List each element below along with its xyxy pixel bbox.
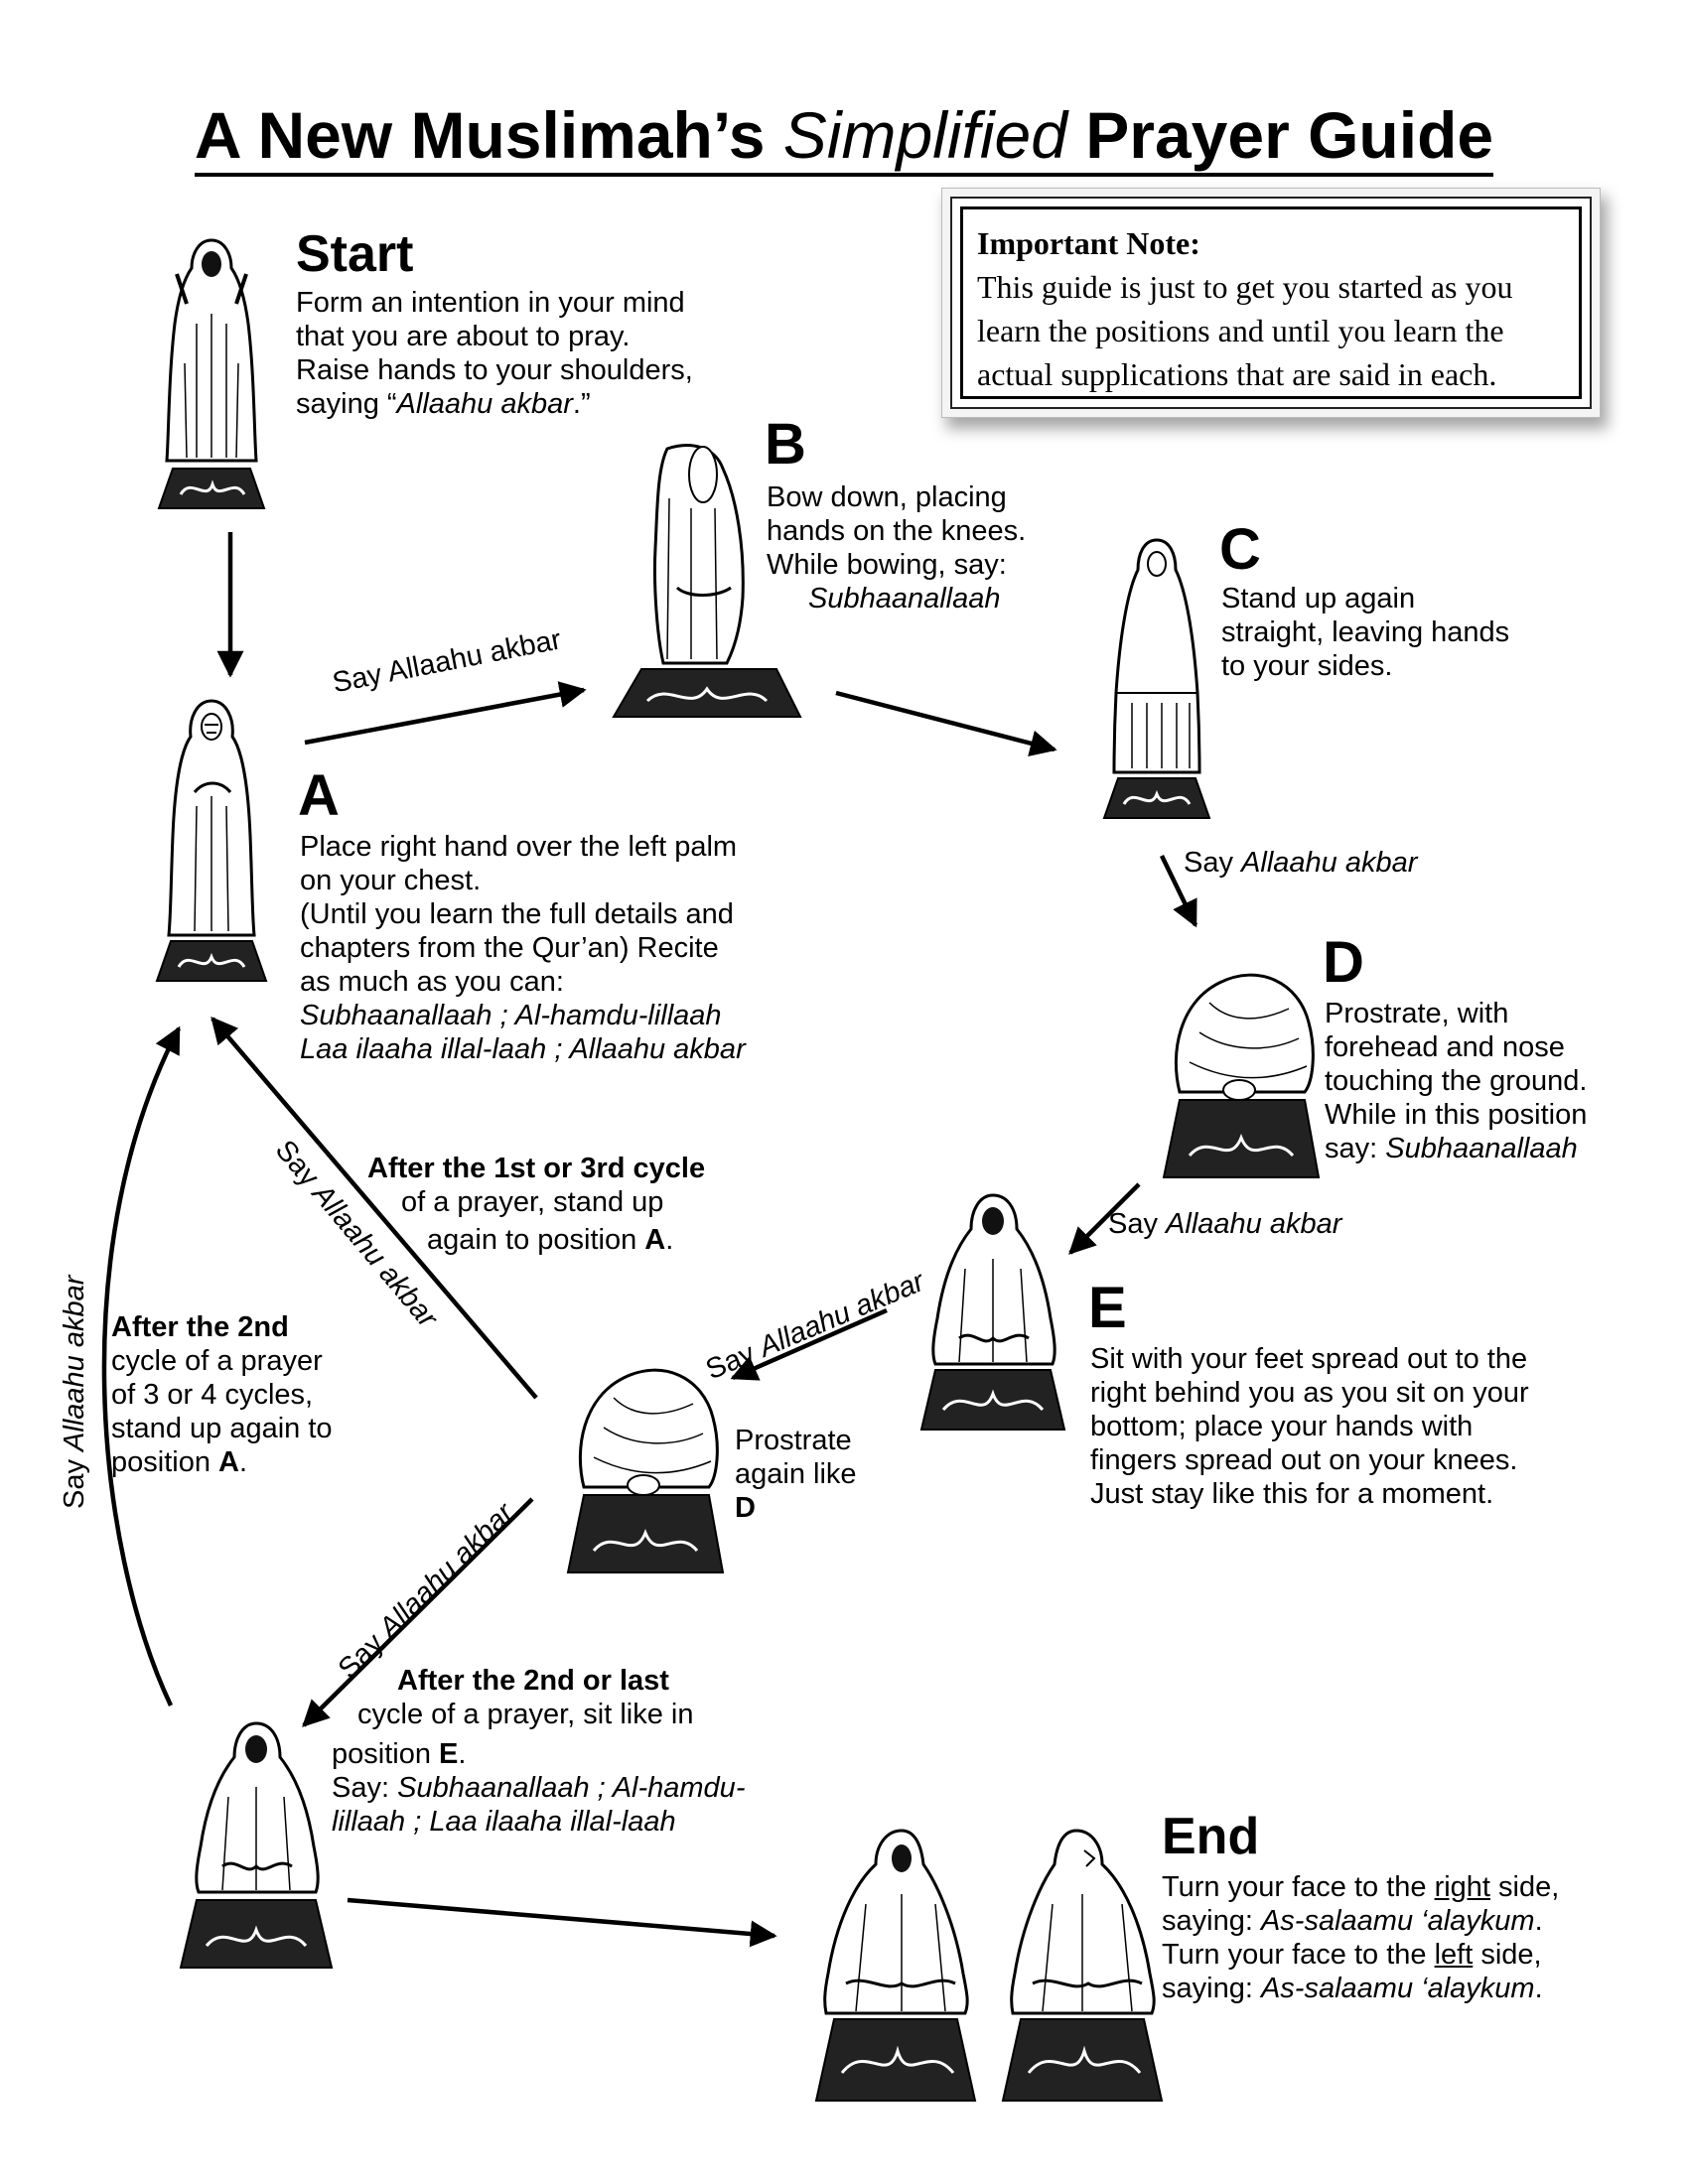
prostrating-figure	[1162, 973, 1321, 1178]
arrow-sit-to-a-curve	[101, 1025, 181, 1706]
a-line: Place right hand over the left palm	[300, 831, 738, 863]
note-line: learn the positions and until you learn …	[977, 313, 1504, 348]
last-line: cycle of a prayer, sit like in	[357, 1699, 694, 1730]
a-line: as much as you can:	[300, 966, 564, 998]
cycle2-line: of 3 or 4 cycles,	[111, 1379, 314, 1411]
last-line: Say: Subhaanallaah ; Al-hamdu-	[332, 1772, 746, 1804]
cycle2-line: position A.	[111, 1446, 248, 1478]
end-heading: End	[1162, 1808, 1260, 1865]
e-line: Sit with your feet spread out to the	[1090, 1343, 1528, 1375]
end-line: Turn your face to the left side,	[1162, 1939, 1542, 1971]
position-b-instructions: Bow down, placing hands on the knees. Wh…	[767, 480, 1026, 615]
position-e-instructions: Sit with your feet spread out to the rig…	[1090, 1342, 1529, 1511]
cycle2-line: cycle of a prayer	[111, 1345, 323, 1377]
prostrate-again-instructions: Prostrate again like D	[735, 1424, 857, 1525]
position-c-instructions: Stand up again straight, leaving hands t…	[1221, 582, 1509, 683]
say-allaahu-akbar-label: Say Allaahu akbar	[1184, 847, 1418, 879]
start-heading: Start	[296, 225, 414, 283]
position-c-letter: C	[1219, 517, 1261, 582]
end-face-right-figure	[814, 1829, 977, 2102]
e-line: Just stay like this for a moment.	[1090, 1478, 1494, 1510]
arrow-a-to-b	[304, 681, 587, 746]
b-line: hands on the knees.	[767, 515, 1027, 547]
again-line: again like	[735, 1458, 857, 1490]
end-line: Turn your face to the right side,	[1162, 1871, 1560, 1903]
last-cycle-instructions: After the 2nd or last cycle of a prayer,…	[332, 1664, 745, 1839]
prostrating-again-figure	[566, 1368, 725, 1573]
arrow-d-to-e	[1068, 1182, 1141, 1255]
last-line: position E.	[332, 1738, 467, 1770]
say-allaahu-akbar-label: Say Allaahu akbar	[1108, 1208, 1342, 1240]
cycle2-line: stand up again to	[111, 1413, 333, 1444]
d-line: While in this position	[1325, 1099, 1588, 1131]
d-line: forehead and nose	[1325, 1031, 1565, 1063]
d-line: Prostrate, with	[1325, 998, 1509, 1029]
cycle13-line: After the 1st or 3rd cycle	[367, 1153, 706, 1184]
say-allaahu-akbar-label: Say Allaahu akbar	[59, 1275, 90, 1509]
last-line: After the 2nd or last	[397, 1665, 669, 1697]
e-line: right behind you as you sit on your	[1090, 1377, 1529, 1409]
b-line: Bow down, placing	[767, 481, 1007, 513]
page-title: A New Muslimah’s Simplified Prayer Guide	[0, 95, 1688, 177]
again-line: D	[735, 1492, 756, 1524]
c-line: Stand up again	[1221, 583, 1416, 614]
arrow-prostrate-to-sit	[302, 1497, 534, 1727]
e-line: bottom; place your hands with	[1090, 1411, 1474, 1442]
e-line: fingers spread out on your knees.	[1090, 1444, 1518, 1476]
cycle13-line: of a prayer, stand up	[401, 1186, 664, 1218]
d-line: say: Subhaanallaah	[1325, 1133, 1578, 1164]
a-line: (Until you learn the full details and	[300, 898, 734, 930]
sitting-figure	[919, 1193, 1066, 1431]
start-line: Form an intention in your mind	[296, 287, 685, 319]
a-line: on your chest.	[300, 865, 482, 896]
cycle13-line: again to position A.	[427, 1224, 674, 1256]
end-line: saying: As-salaamu ‘alaykum.	[1162, 1905, 1543, 1937]
position-a-letter: A	[298, 763, 340, 828]
position-e-letter: E	[1088, 1276, 1127, 1340]
cycle-2-instructions: After the 2nd cycle of a prayer of 3 or …	[111, 1310, 333, 1479]
a-line: Subhaanallaah ; Al-hamdu-lillaah	[300, 1000, 722, 1031]
position-d-instructions: Prostrate, with forehead and nose touchi…	[1325, 997, 1587, 1165]
standing-hands-on-chest-figure	[155, 699, 268, 982]
arrow-c-to-d	[1159, 855, 1198, 928]
cycle-1-3-instructions: After the 1st or 3rd cycle of a prayer, …	[367, 1152, 705, 1257]
arrow-sit-to-end	[347, 1897, 777, 1948]
arrow-prostrate-to-a	[211, 1016, 538, 1400]
note-line: This guide is just to get you started as…	[977, 269, 1513, 305]
end-instructions: Turn your face to the right side, saying…	[1162, 1870, 1559, 2005]
again-line: Prostrate	[735, 1425, 852, 1456]
b-line: While bowing, say:	[767, 549, 1007, 581]
start-instructions: Form an intention in your mind that you …	[296, 286, 693, 421]
d-line: touching the ground.	[1325, 1065, 1588, 1097]
final-sitting-figure	[179, 1721, 334, 1969]
start-line: that you are about to pray.	[296, 321, 631, 352]
note-heading: Important Note:	[977, 225, 1200, 261]
important-note-box: Important Note: This guide is just to ge…	[950, 197, 1592, 409]
end-line: saying: As-salaamu ‘alaykum.	[1162, 1973, 1543, 2004]
c-line: to your sides.	[1221, 650, 1393, 682]
standing-hands-at-sides-figure	[1102, 538, 1211, 819]
note-line: actual supplications that are said in ea…	[977, 356, 1497, 392]
a-line: chapters from the Qur’an) Recite	[300, 932, 719, 964]
end-face-left-figure	[1001, 1829, 1164, 2102]
bowing-figure	[612, 444, 802, 718]
arrow-e-to-prostrate	[730, 1307, 888, 1381]
c-line: straight, leaving hands	[1221, 616, 1510, 648]
position-a-instructions: Place right hand over the left palm on y…	[300, 830, 746, 1066]
b-line: Subhaanallaah	[808, 583, 1001, 614]
last-line: lillaah ; Laa ilaaha illal-laah	[332, 1806, 676, 1838]
position-b-letter: B	[765, 412, 806, 477]
start-line: Raise hands to your shoulders,	[296, 354, 693, 386]
standing-hands-raised-figure	[157, 238, 266, 509]
arrow-b-to-c	[835, 690, 1057, 756]
position-d-letter: D	[1323, 930, 1364, 995]
start-line: saying “Allaahu akbar.”	[296, 388, 591, 420]
a-line: Laa ilaaha illal-laah ; Allaahu akbar	[300, 1033, 746, 1065]
cycle2-line: After the 2nd	[111, 1311, 289, 1343]
